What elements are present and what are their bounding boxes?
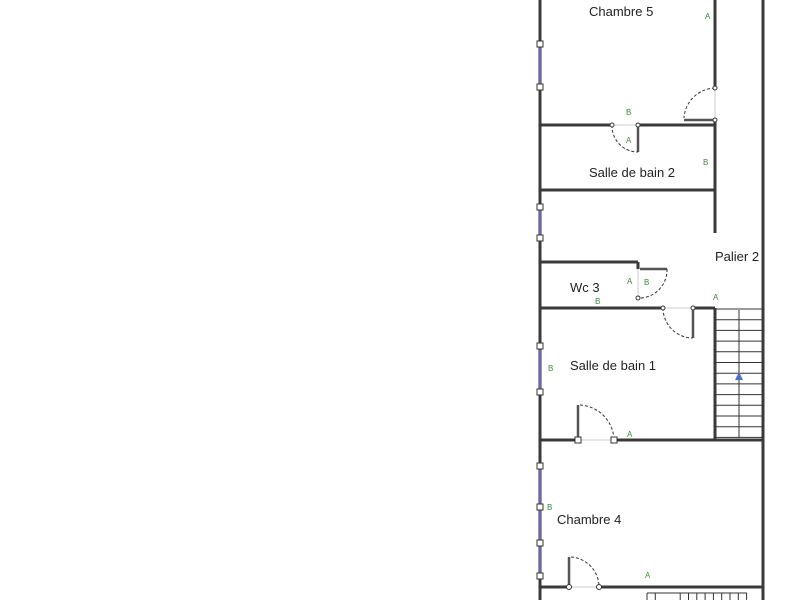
windows (536, 40, 544, 580)
marker: A (627, 277, 633, 286)
marker: B (626, 108, 631, 117)
marker: A (626, 136, 632, 145)
marker: A (713, 293, 719, 302)
room-label-chambre-5: Chambre 5 (589, 4, 653, 19)
room-label-chambre-4: Chambre 4 (557, 512, 621, 527)
walls (538, 0, 765, 600)
doors (566, 85, 718, 590)
room-labels: Chambre 5 Salle de bain 2 Palier 2 Wc 3 … (557, 4, 759, 527)
marker: A (645, 571, 651, 580)
marker: B (595, 297, 600, 306)
marker: A (627, 430, 633, 439)
section-markers: A B A B A B B A B A B A (547, 12, 719, 580)
marker: A (705, 12, 711, 21)
marker: B (548, 364, 553, 373)
room-label-salle-de-bain-2: Salle de bain 2 (589, 165, 675, 180)
stair-up-arrow-icon (735, 372, 743, 380)
room-label-salle-de-bain-1: Salle de bain 1 (570, 358, 656, 373)
room-label-wc-3: Wc 3 (570, 280, 600, 295)
staircase (646, 308, 763, 600)
marker: B (703, 158, 708, 167)
marker: B (644, 278, 649, 287)
marker: B (547, 503, 552, 512)
room-label-palier-2: Palier 2 (715, 249, 759, 264)
